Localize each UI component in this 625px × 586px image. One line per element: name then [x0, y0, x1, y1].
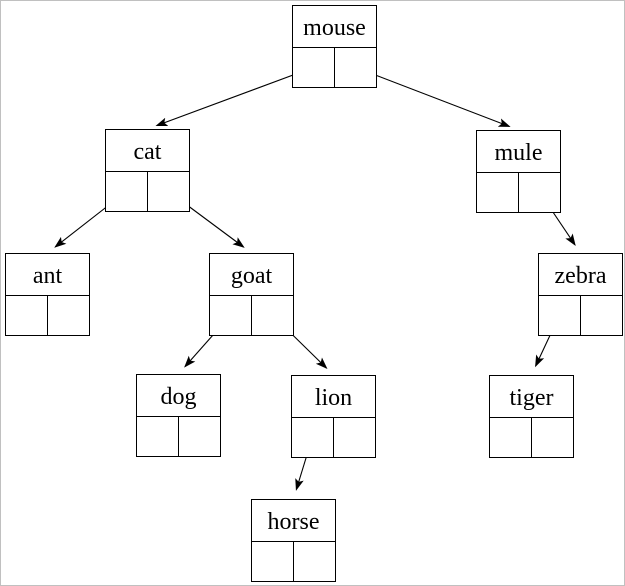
- tree-node-lion: lion: [291, 375, 376, 458]
- left-pointer-cell-tiger: [490, 418, 532, 457]
- node-label-ant: ant: [6, 254, 89, 296]
- left-pointer-cell-mouse: [293, 48, 335, 87]
- node-label-lion: lion: [292, 376, 375, 418]
- right-pointer-cell-goat: [252, 296, 293, 335]
- left-pointer-cell-goat: [210, 296, 252, 335]
- pointer-cells-cat: [106, 172, 189, 211]
- pointer-cells-dog: [137, 417, 220, 456]
- left-pointer-cell-mule: [477, 173, 519, 212]
- tree-node-zebra: zebra: [538, 253, 623, 336]
- pointer-cells-goat: [210, 296, 293, 335]
- node-label-zebra: zebra: [539, 254, 622, 296]
- left-pointer-cell-cat: [106, 172, 148, 211]
- right-pointer-cell-lion: [334, 418, 375, 457]
- left-pointer-cell-dog: [137, 417, 179, 456]
- edge-mouse-right-to-mule: [355, 66, 511, 127]
- pointer-cells-mouse: [293, 48, 376, 87]
- right-pointer-cell-ant: [48, 296, 89, 335]
- tree-node-mouse: mouse: [292, 5, 377, 88]
- pointer-cells-lion: [292, 418, 375, 457]
- node-label-horse: horse: [252, 500, 335, 542]
- right-pointer-cell-zebra: [581, 296, 622, 335]
- node-label-goat: goat: [210, 254, 293, 296]
- node-label-mouse: mouse: [293, 6, 376, 48]
- tree-node-horse: horse: [251, 499, 336, 582]
- edge-mouse-left-to-cat: [155, 66, 314, 127]
- right-pointer-cell-cat: [148, 172, 189, 211]
- left-pointer-cell-ant: [6, 296, 48, 335]
- right-pointer-cell-mule: [519, 173, 560, 212]
- pointer-cells-horse: [252, 542, 335, 581]
- node-label-mule: mule: [477, 131, 560, 173]
- pointer-cells-tiger: [490, 418, 573, 457]
- tree-node-dog: dog: [136, 374, 221, 457]
- right-pointer-cell-dog: [179, 417, 220, 456]
- node-label-cat: cat: [106, 130, 189, 172]
- right-pointer-cell-horse: [294, 542, 335, 581]
- node-label-tiger: tiger: [490, 376, 573, 418]
- tree-node-ant: ant: [5, 253, 90, 336]
- right-pointer-cell-tiger: [532, 418, 573, 457]
- tree-node-mule: mule: [476, 130, 561, 213]
- pointer-cells-zebra: [539, 296, 622, 335]
- pointer-cells-ant: [6, 296, 89, 335]
- tree-node-tiger: tiger: [489, 375, 574, 458]
- right-pointer-cell-mouse: [335, 48, 376, 87]
- tree-node-goat: goat: [209, 253, 294, 336]
- tree-node-cat: cat: [105, 129, 190, 212]
- pointer-cells-mule: [477, 173, 560, 212]
- left-pointer-cell-horse: [252, 542, 294, 581]
- left-pointer-cell-zebra: [539, 296, 581, 335]
- left-pointer-cell-lion: [292, 418, 334, 457]
- node-label-dog: dog: [137, 375, 220, 417]
